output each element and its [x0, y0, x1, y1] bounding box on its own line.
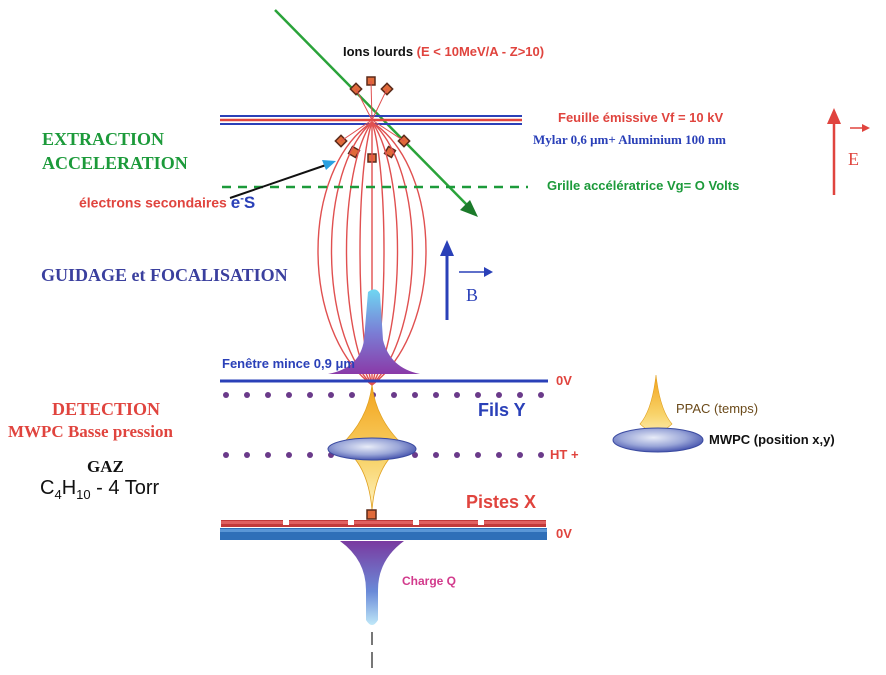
- ppac-label: PPAC (temps): [676, 401, 759, 416]
- wire-dot: [307, 392, 313, 398]
- detection-label: DETECTION: [52, 399, 161, 419]
- wire-dot: [244, 452, 250, 458]
- electron-cloud: [328, 289, 420, 374]
- wire-dot: [433, 392, 439, 398]
- wire-dot: [286, 392, 292, 398]
- wire-dot: [475, 392, 481, 398]
- charge-q-label: Charge Q: [402, 574, 457, 588]
- pistes-x-label: Pistes X: [466, 492, 537, 512]
- mwpc-basse-pression-label: MWPC Basse pression: [8, 422, 173, 441]
- wire-dot: [244, 392, 250, 398]
- e-field-arrow: [827, 108, 870, 195]
- mwpc-position-label: MWPC (position x,y): [709, 432, 835, 447]
- wire-dot: [496, 452, 502, 458]
- mwpc-legend-icon: [612, 427, 704, 453]
- e-field-label: E: [848, 149, 859, 169]
- wire-dot: [517, 452, 523, 458]
- wire-dot: [496, 392, 502, 398]
- guidage-label: GUIDAGE et FOCALISATION: [41, 265, 288, 285]
- zero-volt-top: 0V: [556, 373, 572, 388]
- extraction-label: EXTRACTION: [42, 129, 165, 149]
- electron-symbol: e-S: [230, 192, 256, 212]
- gas-formula: C4H10 - 4 Torr: [40, 477, 160, 502]
- pistes-x: [220, 509, 547, 540]
- wire-dot: [286, 452, 292, 458]
- electron-pointer-arrow: [229, 160, 336, 199]
- grille-label: Grille accélératrice Vg= O Volts: [547, 178, 740, 193]
- wire-dot: [328, 392, 334, 398]
- wire-dot: [307, 452, 313, 458]
- wire-dot: [349, 392, 355, 398]
- b-field-label: B: [466, 285, 479, 305]
- wire-dot: [517, 392, 523, 398]
- ions-label-text: Ions lourds: [343, 44, 417, 59]
- wire-dot: [412, 392, 418, 398]
- wire-dot: [412, 452, 418, 458]
- wire-dot: [223, 392, 229, 398]
- wire-dot: [391, 392, 397, 398]
- fenetre-label: Fenêtre mince 0,9 μm: [222, 356, 355, 371]
- wires-y-row: [223, 392, 544, 398]
- foil-label: Feuille émissive Vf = 10 kV: [558, 110, 724, 125]
- fils-y-label: Fils Y: [478, 400, 526, 420]
- charge-cone: [340, 541, 404, 625]
- ions-label: Ions lourds (E < 10MeV/A - Z>10): [343, 45, 544, 58]
- wire-dot: [433, 452, 439, 458]
- wire-dot: [223, 452, 229, 458]
- ht-plus-label: HT +: [550, 447, 579, 462]
- wire-dot: [538, 392, 544, 398]
- electron-rays: [340, 80, 405, 142]
- zero-volt-bottom: 0V: [556, 526, 572, 541]
- electrons-text: électrons secondaires: [79, 194, 227, 211]
- mylar-label: Mylar 0,6 μm+ Aluminium 100 nm: [533, 132, 726, 147]
- gaz-label: GAZ: [87, 457, 124, 476]
- acceleration-label: ACCELERATION: [42, 153, 188, 173]
- wire-dot: [265, 452, 271, 458]
- wire-dot: [454, 452, 460, 458]
- b-field-arrow: [440, 240, 493, 320]
- wire-dot: [265, 392, 271, 398]
- electrons-label: électrons secondaires e-S: [79, 193, 255, 211]
- ion-beam: [274, 9, 478, 217]
- legend: [612, 374, 704, 453]
- avalanche-disc: [327, 437, 417, 461]
- wire-dot: [454, 392, 460, 398]
- wire-dot: [538, 452, 544, 458]
- wire-dot: [475, 452, 481, 458]
- ions-condition: (E < 10MeV/A - Z>10): [416, 44, 545, 59]
